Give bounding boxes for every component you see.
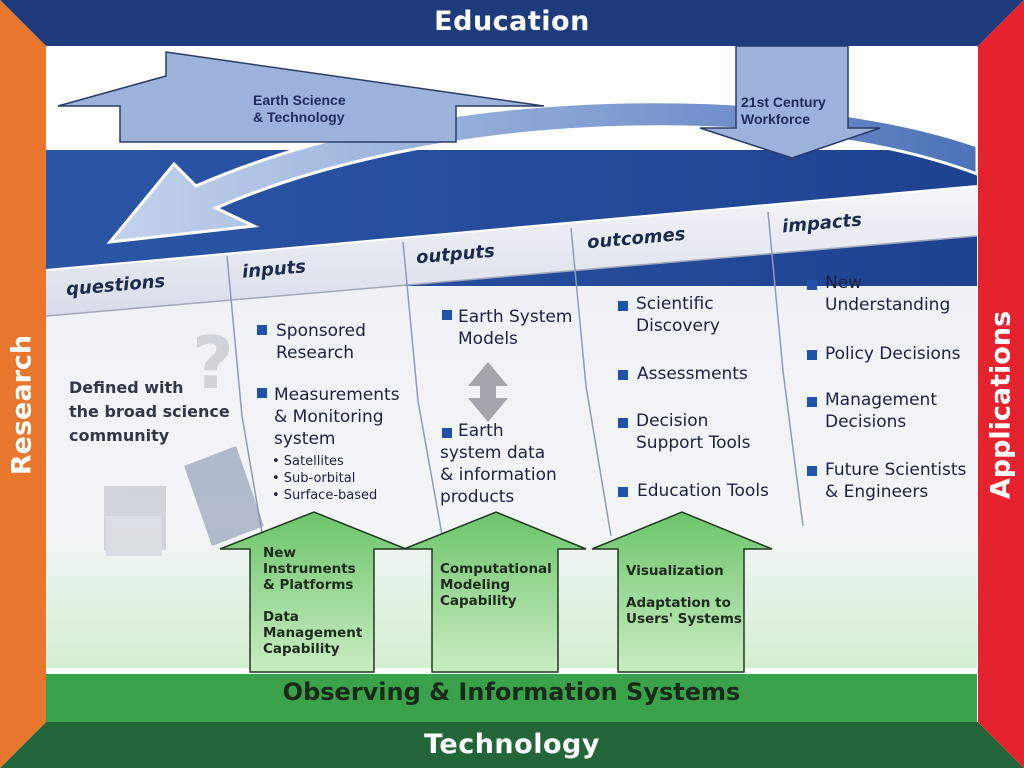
- earth-science-label: Earth Science & Technology: [253, 92, 346, 125]
- outcomes-item-discovery: Scientific Discovery: [636, 294, 720, 336]
- impacts-item-policy: Policy Decisions: [825, 344, 961, 364]
- inputs-sub-suborbital: • Sub-orbital: [272, 471, 356, 486]
- education-label: Education: [434, 6, 590, 37]
- outcomes-item-education-tools: Education Tools: [637, 481, 769, 501]
- technology-band: [0, 722, 1024, 768]
- outputs-item-models: Earth System Models: [458, 307, 573, 349]
- inputs-item-sponsored-research: Sponsored Research: [276, 321, 366, 363]
- technology-label: Technology: [424, 729, 600, 760]
- applications-band: [978, 0, 1024, 768]
- outputs-item-data-products: Earth system data & information products: [440, 421, 557, 507]
- bullet-icon: [807, 350, 817, 360]
- bullet-icon: [257, 388, 267, 398]
- capability-arrow-2: [403, 511, 587, 673]
- earth-science-arrow-shape: [57, 51, 545, 143]
- bullet-icon: [618, 418, 628, 428]
- education-band: [0, 0, 1024, 46]
- bullet-icon: [618, 370, 628, 380]
- research-band: [0, 0, 46, 768]
- question-mark-icon: ?: [192, 321, 234, 405]
- capability-arrow-1: [219, 511, 407, 673]
- bullet-icon: [442, 310, 452, 320]
- questions-text: Defined with the broad science community: [69, 378, 230, 445]
- bullet-icon: [807, 466, 817, 476]
- outcomes-item-assessments: Assessments: [637, 364, 748, 384]
- foundation-band: [46, 673, 977, 722]
- impacts-item-understanding: New Understanding: [825, 273, 951, 315]
- inputs-sub-satellites: • Satellites: [272, 454, 344, 469]
- workforce-label: 21st Century Workforce: [741, 94, 826, 127]
- applications-label: Applications: [985, 310, 1017, 500]
- workforce-arrow: [699, 46, 881, 159]
- impacts-item-future: Future Scientists & Engineers: [825, 460, 967, 502]
- research-label: Research: [6, 334, 38, 476]
- inputs-sub-surface: • Surface-based: [272, 488, 378, 503]
- bullet-icon: [257, 325, 267, 335]
- bullet-icon: [807, 280, 817, 290]
- bullet-icon: [618, 487, 628, 497]
- capability-arrow-3: [591, 511, 773, 673]
- inputs-item-measurements: Measurements & Monitoring system: [274, 385, 400, 449]
- bullet-icon: [442, 428, 452, 438]
- bullet-icon: [807, 397, 817, 407]
- capability-label-1: New Instruments & Platforms Data Managem…: [263, 545, 363, 657]
- capability-label-2: Computational Modeling Capability: [440, 561, 552, 609]
- bullet-icon: [618, 301, 628, 311]
- capability-label-3: Visualization Adaptation to Users' Syste…: [626, 563, 742, 627]
- foundation-label: Observing & Information Systems: [282, 678, 741, 706]
- double-arrow-icon: [468, 362, 508, 422]
- diagram-panel: ? Earth Science & Technology 21st Centur…: [46, 46, 977, 722]
- outcomes-item-decision-support: Decision Support Tools: [636, 411, 751, 453]
- impacts-item-management: Management Decisions: [825, 390, 937, 432]
- diagram-graphics: ?: [46, 46, 977, 722]
- stage-ribbon: [46, 186, 977, 316]
- satellite-image: [104, 446, 264, 556]
